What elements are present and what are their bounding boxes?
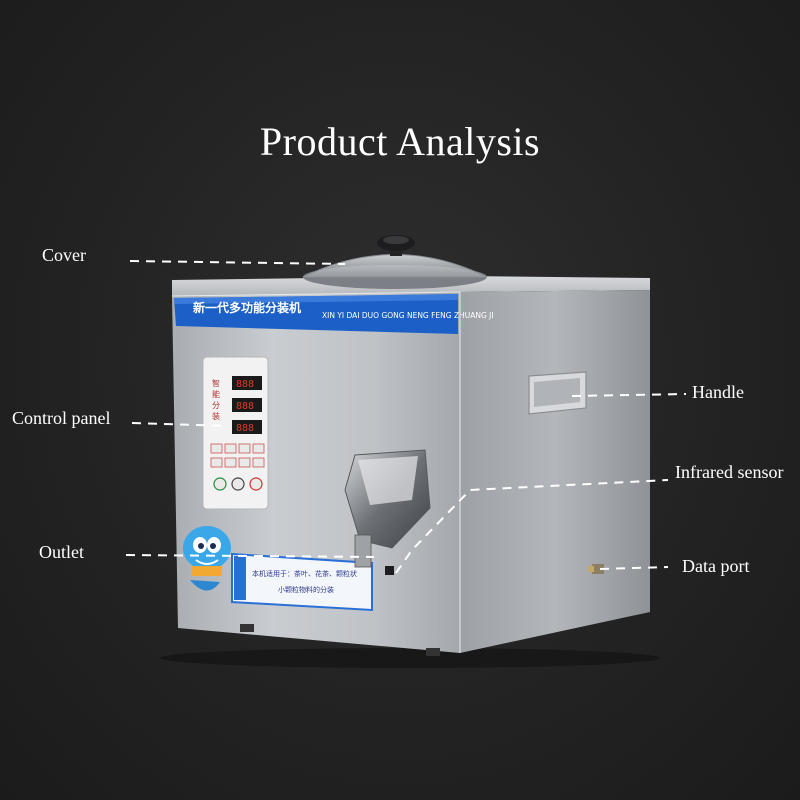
svg-text:装: 装 xyxy=(212,411,220,421)
panel-cn-1: 智 xyxy=(212,378,220,388)
sticker-line-2: 小颗粒物料的分装 xyxy=(278,585,334,594)
sticker-line-1: 本机适用于：茶叶、花茶、颗粒状 xyxy=(252,569,357,578)
leader-lines xyxy=(125,260,687,574)
leader-cover xyxy=(129,260,346,265)
page-title: Product Analysis xyxy=(259,119,541,164)
cover-dome xyxy=(302,254,488,278)
leader-handle xyxy=(571,393,687,397)
display-2 xyxy=(232,398,262,412)
display-1 xyxy=(232,376,262,390)
leader-infrared-sensor xyxy=(395,479,669,574)
leader-data-port xyxy=(599,566,669,570)
infrared-sensor-window xyxy=(385,566,394,575)
svg-text:888: 888 xyxy=(236,423,254,434)
banner-cn-text: 新一代多功能分装机 xyxy=(193,300,301,315)
label-infrared-sensor: Infrared sensor xyxy=(675,462,784,482)
svg-text:能: 能 xyxy=(212,389,220,399)
machine-side xyxy=(460,290,650,653)
outlet-spout xyxy=(354,534,372,568)
label-outlet: Outlet xyxy=(39,542,84,562)
banner-plate xyxy=(174,294,458,334)
svg-text:888: 888 xyxy=(236,401,254,412)
label-handle: Handle xyxy=(692,382,744,402)
display-3 xyxy=(232,420,262,434)
label-data-port: Data port xyxy=(682,556,750,576)
mascot-icon xyxy=(183,526,231,591)
banner-pinyin-text: XIN YI DAI DUO GONG NENG FENG ZHUANG JI xyxy=(322,311,494,320)
panel-buttons xyxy=(210,443,265,491)
label-cover: Cover xyxy=(42,245,86,265)
svg-text:分: 分 xyxy=(212,401,220,410)
bottom-sticker xyxy=(231,552,373,612)
data-port-icon xyxy=(588,564,604,574)
svg-text:888: 888 xyxy=(236,379,254,390)
label-control-panel: Control panel xyxy=(12,408,111,428)
leader-control-panel xyxy=(131,422,229,427)
